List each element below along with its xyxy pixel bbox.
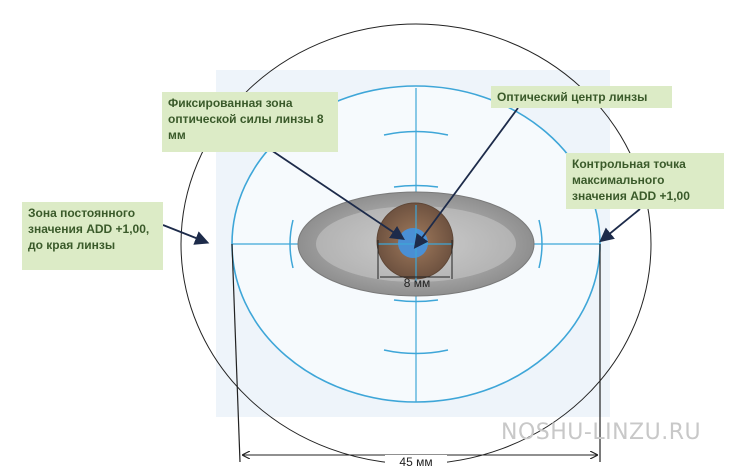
arrow-optical-center [413, 107, 519, 249]
arrow-fixed-zone [267, 147, 405, 241]
arrow-constant-zone [162, 224, 210, 245]
tick-mark-bottom [383, 349, 449, 355]
callout-constant-zone: Зона постоянного значения ADD +1,00, до … [22, 202, 163, 270]
dimension-label-8mm: 8 мм [403, 276, 431, 290]
callout-fixed-zone: Фиксированная зона оптической силы линзы… [162, 92, 338, 152]
tick-mark-bottom-inner [393, 299, 439, 303]
arrow-control-point [599, 208, 641, 243]
dim-45mm-left [231, 243, 241, 463]
dimension-label-45mm: 45 мм [385, 455, 447, 469]
tick-mark-left [289, 219, 294, 269]
callout-optical-center: Оптический центр линзы [491, 86, 672, 108]
watermark: NOSHU-LINZU.RU [501, 420, 702, 445]
tick-mark-top-inner [393, 184, 439, 188]
callout-control-point: Контрольная точка максимального значения… [566, 153, 724, 209]
tick-mark-right [538, 219, 543, 269]
tick-mark-top [383, 130, 449, 136]
eye-pupil [398, 228, 428, 258]
